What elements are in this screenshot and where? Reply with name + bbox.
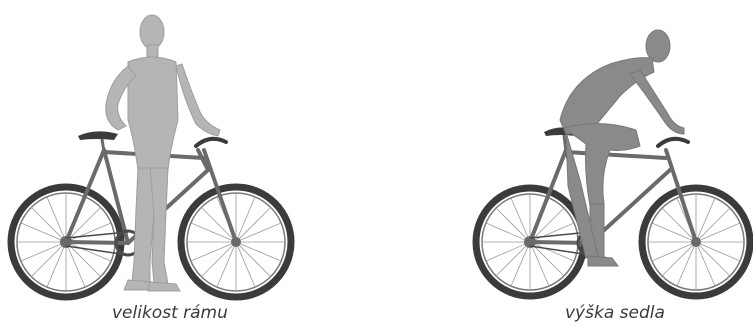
handlebar [196,139,226,146]
saddle-height-illustration [440,0,753,329]
rider-seated [560,30,684,266]
bicycle [476,127,750,296]
frame-size-panel: velikost rámu [0,0,330,329]
handlebar [658,139,688,146]
saddle-height-panel: výška sedla [440,0,753,329]
saddle-height-caption: výška sedla [565,303,665,323]
frame-size-illustration [0,0,330,329]
frame-size-caption: velikost rámu [112,303,228,323]
saddle [78,131,118,140]
